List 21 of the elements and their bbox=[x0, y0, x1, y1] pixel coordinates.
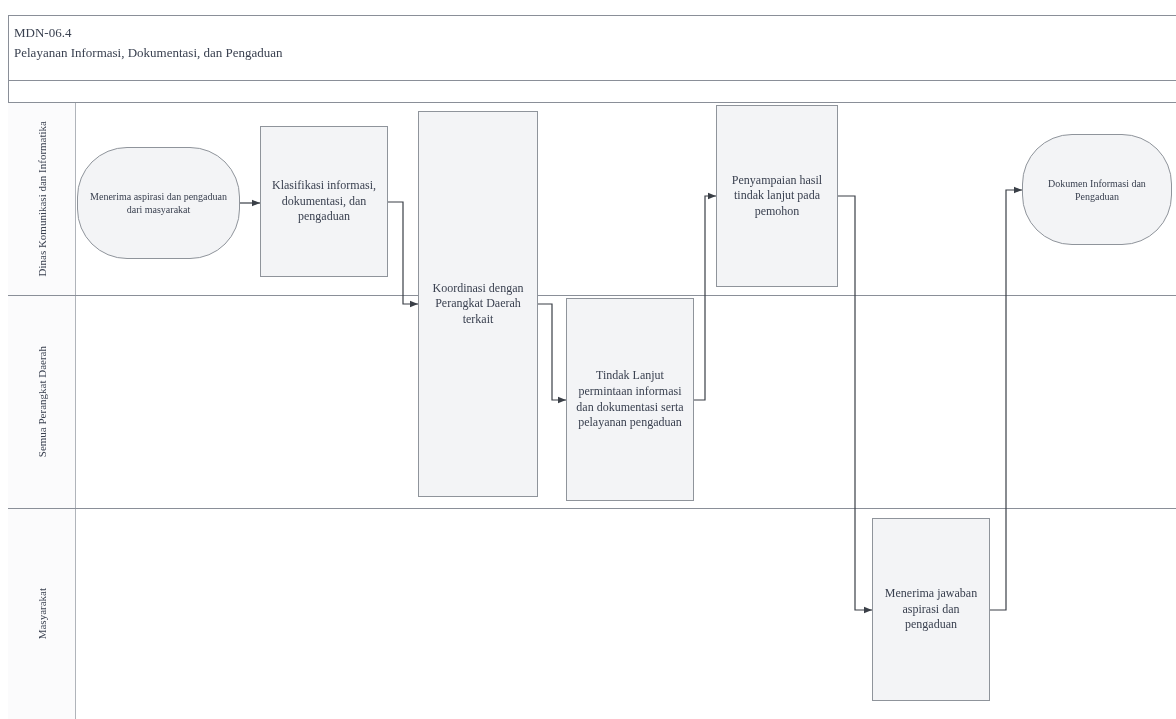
arrow bbox=[387, 201, 419, 308]
swimlane bbox=[8, 102, 1176, 295]
swimlane bbox=[8, 295, 1176, 508]
terminator-shape: Menerima aspirasi dan pengaduan dari masyarakat bbox=[77, 147, 240, 259]
arrow bbox=[989, 186, 1023, 611]
lane-label: Semua Perangkat Daerah bbox=[35, 346, 48, 458]
lane-label: Dinas Komunikasi dan Informatika bbox=[35, 121, 48, 277]
arrow bbox=[693, 192, 717, 401]
process-box: Penyampaian hasil tindak lanjut pada pemohon bbox=[716, 105, 838, 287]
arrow bbox=[239, 199, 261, 207]
title: Pelayanan Informasi, Dokumentasi, dan Pengaduan bbox=[14, 44, 283, 63]
terminator-shape: Dokumen Informasi dan Pengaduan bbox=[1022, 134, 1172, 245]
process-box: Klasifikasi informasi, dokumentasi, dan pengaduan bbox=[260, 126, 388, 277]
arrow bbox=[537, 303, 567, 404]
process-box: Menerima jawaban aspirasi dan pengaduan bbox=[872, 518, 990, 701]
process-box: Koordinasi dengan Perangkat Daerah terkait bbox=[418, 111, 538, 497]
swimlane bbox=[8, 508, 1176, 719]
process-box: Tindak Lanjut permintaan informasi dan dokumentasi serta pelayanan pengaduan bbox=[566, 298, 694, 501]
diagram-code: MDN-06.4 bbox=[14, 24, 72, 42]
lane-label: Masyarakat bbox=[35, 588, 48, 640]
arrow bbox=[837, 195, 873, 614]
